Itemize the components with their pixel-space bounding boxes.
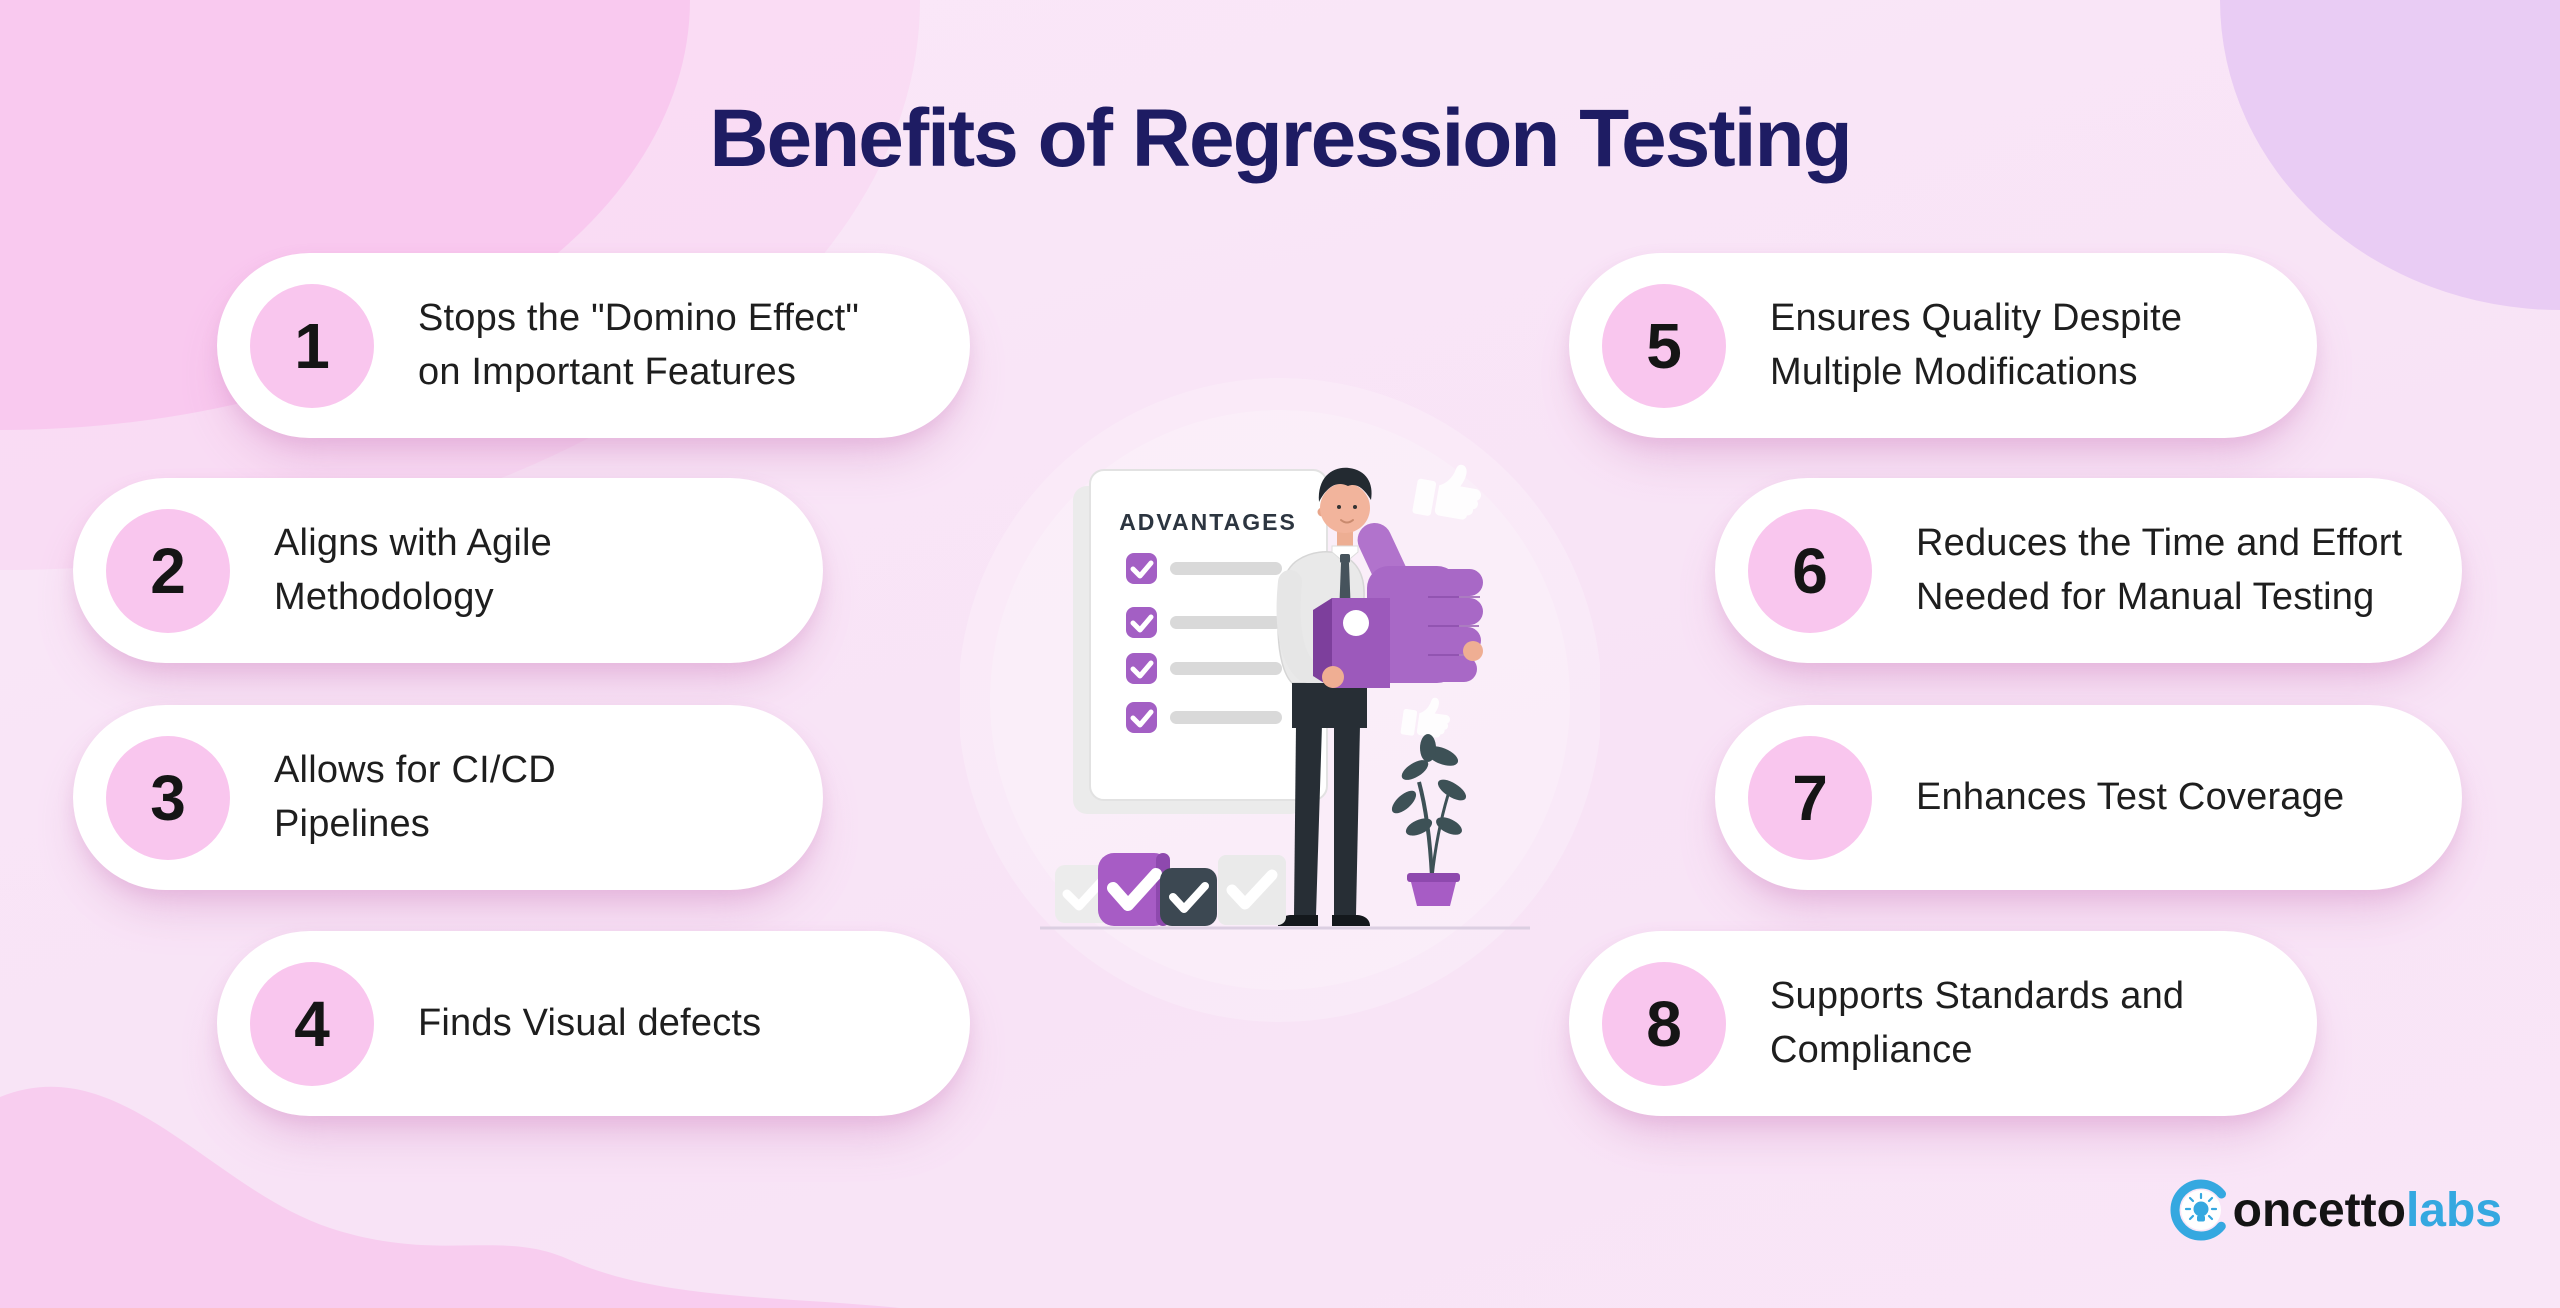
benefit-text: Reduces the Time and Effort Needed for M… [1916, 522, 2403, 618]
benefit-text: Supports Standards and Compliance [1770, 975, 2185, 1071]
benefit-number-badge: 7 [1748, 735, 1872, 860]
benefit-number-badge: 3 [106, 735, 230, 860]
benefit-pill-2: 2 Aligns with Agile Methodology [73, 478, 823, 663]
plant [1391, 734, 1467, 906]
page-title: Benefits of Regression Testing [709, 93, 1852, 184]
benefit-text: Stops the "Domino Effect" on Important F… [418, 297, 860, 393]
logo-text-labs: labs [2405, 1183, 2502, 1237]
thumbs-up-big [1313, 522, 1483, 688]
background-blob-bottom-left [0, 1086, 960, 1308]
logo-text-oncetto: oncetto [2232, 1183, 2406, 1237]
benefit-number-badge: 4 [250, 961, 374, 1086]
benefit-number-badge: 8 [1602, 961, 1726, 1086]
thumbs-up-float-icon [1400, 464, 1481, 738]
benefit-pill-6: 6 Reduces the Time and Effort Needed for… [1715, 478, 2462, 663]
benefit-text: Allows for CI/CD Pipelines [274, 749, 556, 845]
illustration: ADVANTAGES [960, 378, 1600, 1022]
benefit-pill-4: 4 Finds Visual defects [217, 931, 970, 1116]
benefit-pill-8: 8 Supports Standards and Compliance [1569, 931, 2317, 1116]
benefit-pill-3: 3 Allows for CI/CD Pipelines [73, 705, 823, 890]
checklist-bar [1170, 562, 1282, 724]
benefit-pill-1: 1 Stops the "Domino Effect" on Important… [217, 253, 970, 438]
benefit-number-badge: 1 [250, 283, 374, 408]
advantages-card: ADVANTAGES [1073, 469, 1328, 814]
lightbulb-icon [2184, 1192, 2217, 1222]
hand-right [1463, 641, 1483, 661]
benefit-pill-5: 5 Ensures Quality Despite Multiple Modif… [1569, 253, 2317, 438]
benefit-number-badge: 5 [1602, 283, 1726, 408]
advantages-card-title: ADVANTAGES [1119, 509, 1297, 535]
benefit-text: Ensures Quality Despite Multiple Modific… [1770, 297, 2183, 393]
benefit-text: Finds Visual defects [418, 1001, 762, 1044]
benefit-number-badge: 2 [106, 508, 230, 633]
benefit-number-badge: 6 [1748, 508, 1872, 633]
logo-icon [2170, 1179, 2232, 1241]
benefit-text: Enhances Test Coverage [1916, 775, 2345, 818]
benefit-pill-7: 7 Enhances Test Coverage [1715, 705, 2462, 890]
check-square [1055, 853, 1286, 926]
hand-left [1322, 666, 1344, 688]
benefit-text: Aligns with Agile Methodology [274, 522, 552, 618]
checkbox-icon [1126, 553, 1157, 733]
